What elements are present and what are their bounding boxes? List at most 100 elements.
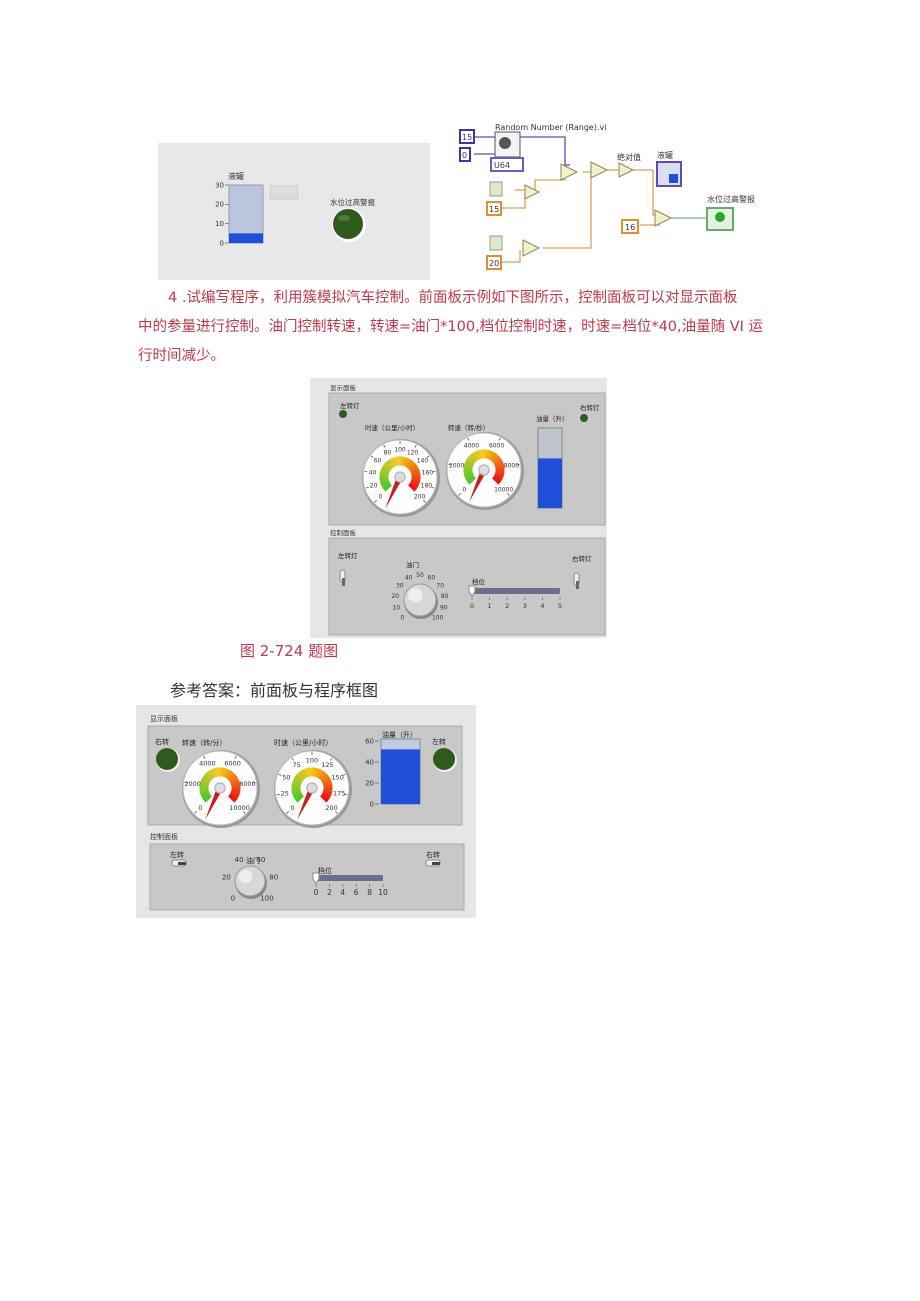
scale-label: 0 xyxy=(370,800,374,808)
gauge-tick xyxy=(243,811,246,814)
gauge-needle xyxy=(469,468,487,502)
tank-terminal-label: 液罐 xyxy=(657,150,673,160)
const-mult1: 15 xyxy=(489,205,499,214)
alarm-label: 水位过高警报 xyxy=(330,197,375,207)
random-icon xyxy=(489,235,503,251)
fuel-fill xyxy=(538,458,562,508)
knob-tick-label: 80 xyxy=(441,593,449,600)
gauge-tick xyxy=(365,486,369,489)
gauge-tick-label: 80 xyxy=(384,449,392,456)
gauge-tick-label: 6000 xyxy=(224,759,241,767)
const-low: 0 xyxy=(462,151,467,160)
question-line-3: 行时间减少。 xyxy=(138,348,225,364)
left-turn-switch[interactable] xyxy=(171,859,187,867)
type-select: U64 xyxy=(494,161,510,170)
gauge-hub xyxy=(394,471,406,483)
subtract-node xyxy=(590,161,609,179)
gauge-tick xyxy=(414,444,417,448)
control-panel-label: 控制面板 xyxy=(150,832,178,841)
left-switch-label: 左转 xyxy=(170,850,184,859)
knob-tick-label: 0 xyxy=(231,894,235,902)
slider-tick-label: 0 xyxy=(314,888,319,897)
gauge-tick-label: 0 xyxy=(198,804,202,812)
gauge-hub xyxy=(478,464,490,476)
gauge-tick-label: 25 xyxy=(281,790,289,798)
rpm-gauge-label: 转速（转/分） xyxy=(182,738,226,747)
slider-handle xyxy=(468,585,476,597)
gauge-tick-label: 140 xyxy=(417,458,429,465)
gauge-tick xyxy=(426,455,430,458)
right-lamp-label: 右转灯 xyxy=(580,403,600,412)
gauge-tick-label: 75 xyxy=(292,761,300,769)
left-lamp-led xyxy=(433,748,455,770)
gauge-tick-label: 100 xyxy=(306,756,318,764)
gear-label: 档位 xyxy=(318,866,332,875)
knob-tick-label: 70 xyxy=(436,582,444,589)
figure-caption: 图 2-724 题图 xyxy=(240,642,339,660)
threshold-const: 16 xyxy=(625,223,635,232)
gauge-hub xyxy=(306,782,318,794)
knob-tick-label: 100 xyxy=(260,894,273,902)
const-mult2: 20 xyxy=(489,259,499,268)
dice-icon xyxy=(499,137,511,149)
gear-label: 档位 xyxy=(472,577,486,586)
gauge-tick xyxy=(344,794,348,796)
gauge-tick xyxy=(370,455,374,458)
gauge-tick-label: 175 xyxy=(333,790,345,798)
gauge-tick xyxy=(374,500,377,503)
gauge-tick-label: 120 xyxy=(407,449,419,456)
gauge-tick-label: 6000 xyxy=(489,442,504,449)
slider-tick-label: 0 xyxy=(470,602,474,610)
gauge-needle xyxy=(297,786,315,820)
abs-node xyxy=(618,162,635,178)
gauge-tick xyxy=(203,755,206,759)
gauge-tick-label: 10000 xyxy=(229,804,250,812)
gauge-tick xyxy=(278,773,282,776)
left-lamp-label: 左转 xyxy=(432,737,446,746)
gauge-tick xyxy=(383,444,386,448)
gauge-tick-label: 0 xyxy=(462,487,466,494)
speed-gauge-label: 时速（公里/小时） xyxy=(365,423,419,432)
knob-tick-label: 100 xyxy=(432,615,444,622)
right-turn-switch[interactable] xyxy=(425,859,441,867)
knob-tick-label: 50 xyxy=(416,572,424,579)
right-lamp-label: 右转 xyxy=(155,737,169,746)
speed-gauge-label: 时速（公里/小时） xyxy=(274,738,332,747)
left-turn-switch[interactable] xyxy=(339,569,346,586)
right-switch-label: 右转 xyxy=(426,850,440,859)
fuel-label: 油量（升） xyxy=(382,730,417,739)
rpm-gauge-label: 转速（转/秒） xyxy=(448,423,489,432)
gauge-tick xyxy=(330,757,333,761)
add-node xyxy=(560,163,579,181)
display-panel-label: 显示面板 xyxy=(330,383,357,392)
gauge-tick-label: 180 xyxy=(421,483,433,490)
knob-tick-label: 20 xyxy=(391,593,399,600)
multiply-node xyxy=(524,184,541,200)
scale-label: 60 xyxy=(365,737,374,745)
gauge-tick xyxy=(291,757,294,761)
gauge-tick xyxy=(335,811,338,814)
alarm-led xyxy=(333,209,363,239)
gauge-tick xyxy=(423,500,426,503)
gauge-tick-label: 4000 xyxy=(464,442,479,449)
gauge-tick xyxy=(507,493,510,496)
left-switch-label: 左转灯 xyxy=(338,551,358,560)
alarm-terminal-label: 水位过高警报 xyxy=(707,194,755,204)
gauge-tick xyxy=(342,773,346,776)
right-turn-switch[interactable] xyxy=(573,572,580,589)
slider-tick-label: 1 xyxy=(488,602,492,610)
gauge-tick-label: 60 xyxy=(374,458,382,465)
right-switch-label: 右转灯 xyxy=(572,554,592,563)
knob-tick-label: 40 xyxy=(235,856,244,864)
gauge-tick-label: 2000 xyxy=(449,463,464,470)
knob-tick-label: 30 xyxy=(396,582,404,589)
slider-track xyxy=(316,875,383,881)
